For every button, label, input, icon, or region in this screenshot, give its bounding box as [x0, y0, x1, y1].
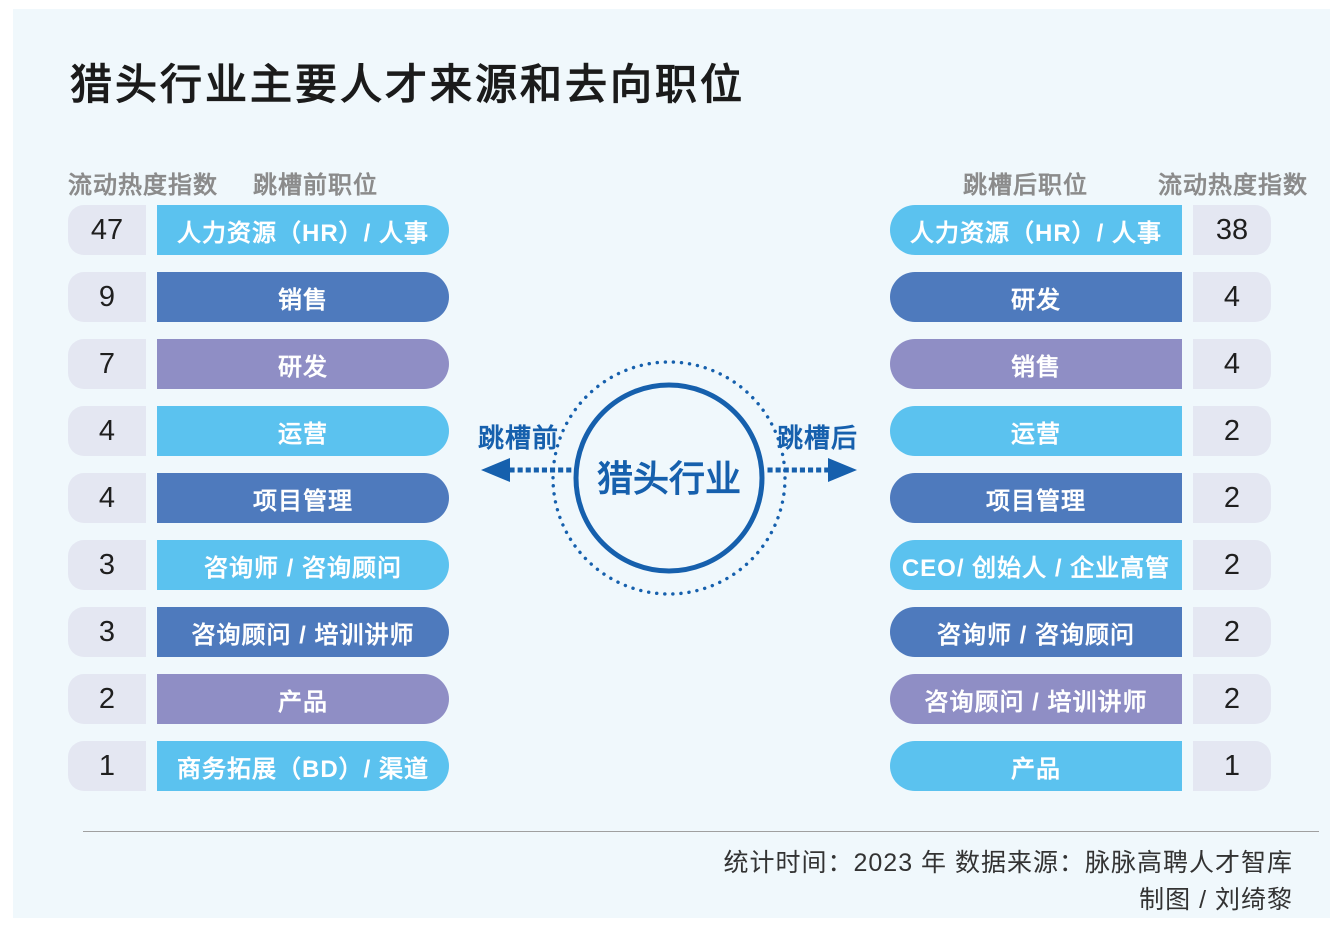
industry-flow-diagram: 猎头行业 跳槽前 跳槽后 [478, 360, 858, 596]
position-bar: 商务拓展（BD）/ 渠道 [157, 741, 449, 791]
talent-flow-row: 产品 1 [890, 741, 1271, 791]
industry-circle-label: 猎头行业 [597, 458, 741, 499]
heat-index-value: 9 [68, 272, 146, 322]
infographic-card: 猎头行业主要人才来源和去向职位 流动热度指数 跳槽前职位 跳槽后职位 流动热度指… [13, 9, 1330, 918]
position-bar: 咨询师 / 咨询顾问 [157, 540, 449, 590]
heat-index-value: 4 [1193, 272, 1271, 322]
before-jump-arrow-label: 跳槽前 [478, 423, 559, 453]
position-bar: 研发 [890, 272, 1182, 322]
talent-flow-row: 咨询顾问 / 培训讲师 2 [890, 674, 1271, 724]
position-bar: 咨询顾问 / 培训讲师 [157, 607, 449, 657]
position-bar: 项目管理 [157, 473, 449, 523]
heat-index-value: 2 [1193, 540, 1271, 590]
heat-index-value: 2 [1193, 473, 1271, 523]
heat-index-value: 47 [68, 205, 146, 255]
position-bar: CEO/ 创始人 / 企业高管 [890, 540, 1182, 590]
heat-index-value: 1 [68, 741, 146, 791]
heat-index-value: 4 [1193, 339, 1271, 389]
talent-flow-row: 1 商务拓展（BD）/ 渠道 [68, 741, 449, 791]
page-title: 猎头行业主要人才来源和去向职位 [70, 61, 746, 108]
heat-index-value: 4 [68, 406, 146, 456]
left-heat-index-header: 流动热度指数 [68, 172, 218, 199]
heat-index-value: 4 [68, 473, 146, 523]
heat-index-value: 1 [1193, 741, 1271, 791]
position-bar: 人力资源（HR）/ 人事 [157, 205, 449, 255]
talent-flow-row: 咨询师 / 咨询顾问 2 [890, 607, 1271, 657]
talent-flow-row: 运营 2 [890, 406, 1271, 456]
heat-index-value: 3 [68, 607, 146, 657]
talent-flow-row: 3 咨询师 / 咨询顾问 [68, 540, 449, 590]
center-graphic: 猎头行业 跳槽前 跳槽后 [460, 350, 880, 600]
position-bar: 运营 [890, 406, 1182, 456]
talent-flow-row: 研发 4 [890, 272, 1271, 322]
talent-flow-row: 4 项目管理 [68, 473, 449, 523]
industry-circle [573, 382, 765, 574]
left-position-header: 跳槽前职位 [253, 172, 378, 199]
footer-source-line: 统计时间：2023 年 数据来源：脉脉高聘人才智库 [723, 849, 1293, 877]
position-bar: 运营 [157, 406, 449, 456]
position-bar: 咨询师 / 咨询顾问 [890, 607, 1182, 657]
talent-flow-row: 项目管理 2 [890, 473, 1271, 523]
talent-flow-row: 销售 4 [890, 339, 1271, 389]
talent-flow-row: 人力资源（HR）/ 人事 38 [890, 205, 1271, 255]
footer-credits: 统计时间：2023 年 数据来源：脉脉高聘人才智库 制图 / 刘绮黎 [723, 845, 1293, 919]
right-arrow-icon [828, 458, 857, 482]
after-jump-list: 人力资源（HR）/ 人事 38 研发 4 销售 4 运营 2 项目管理 2 CE… [890, 205, 1271, 791]
talent-flow-row: 9 销售 [68, 272, 449, 322]
talent-flow-row: CEO/ 创始人 / 企业高管 2 [890, 540, 1271, 590]
position-bar: 研发 [157, 339, 449, 389]
position-bar: 销售 [157, 272, 449, 322]
after-jump-arrow-label: 跳槽后 [777, 423, 858, 453]
dotted-ring [551, 360, 787, 596]
heat-index-value: 38 [1193, 205, 1271, 255]
position-bar: 人力资源（HR）/ 人事 [890, 205, 1182, 255]
right-heat-index-header: 流动热度指数 [1158, 172, 1308, 199]
heat-index-value: 2 [1193, 406, 1271, 456]
heat-index-value: 2 [1193, 607, 1271, 657]
talent-flow-row: 7 研发 [68, 339, 449, 389]
position-bar: 项目管理 [890, 473, 1182, 523]
footer-divider [83, 831, 1319, 832]
position-bar: 产品 [890, 741, 1182, 791]
before-jump-list: 47 人力资源（HR）/ 人事 9 销售 7 研发 4 运营 4 项目管理 3 … [68, 205, 449, 791]
position-bar: 咨询顾问 / 培训讲师 [890, 674, 1182, 724]
position-bar: 销售 [890, 339, 1182, 389]
talent-flow-row: 2 产品 [68, 674, 449, 724]
footer-credit-line: 制图 / 刘绮黎 [1139, 886, 1293, 914]
talent-flow-row: 4 运营 [68, 406, 449, 456]
left-arrow-icon [481, 458, 510, 482]
right-position-header: 跳槽后职位 [963, 172, 1088, 199]
talent-flow-row: 47 人力资源（HR）/ 人事 [68, 205, 449, 255]
heat-index-value: 2 [68, 674, 146, 724]
talent-flow-row: 3 咨询顾问 / 培训讲师 [68, 607, 449, 657]
heat-index-value: 7 [68, 339, 146, 389]
heat-index-value: 3 [68, 540, 146, 590]
position-bar: 产品 [157, 674, 449, 724]
heat-index-value: 2 [1193, 674, 1271, 724]
